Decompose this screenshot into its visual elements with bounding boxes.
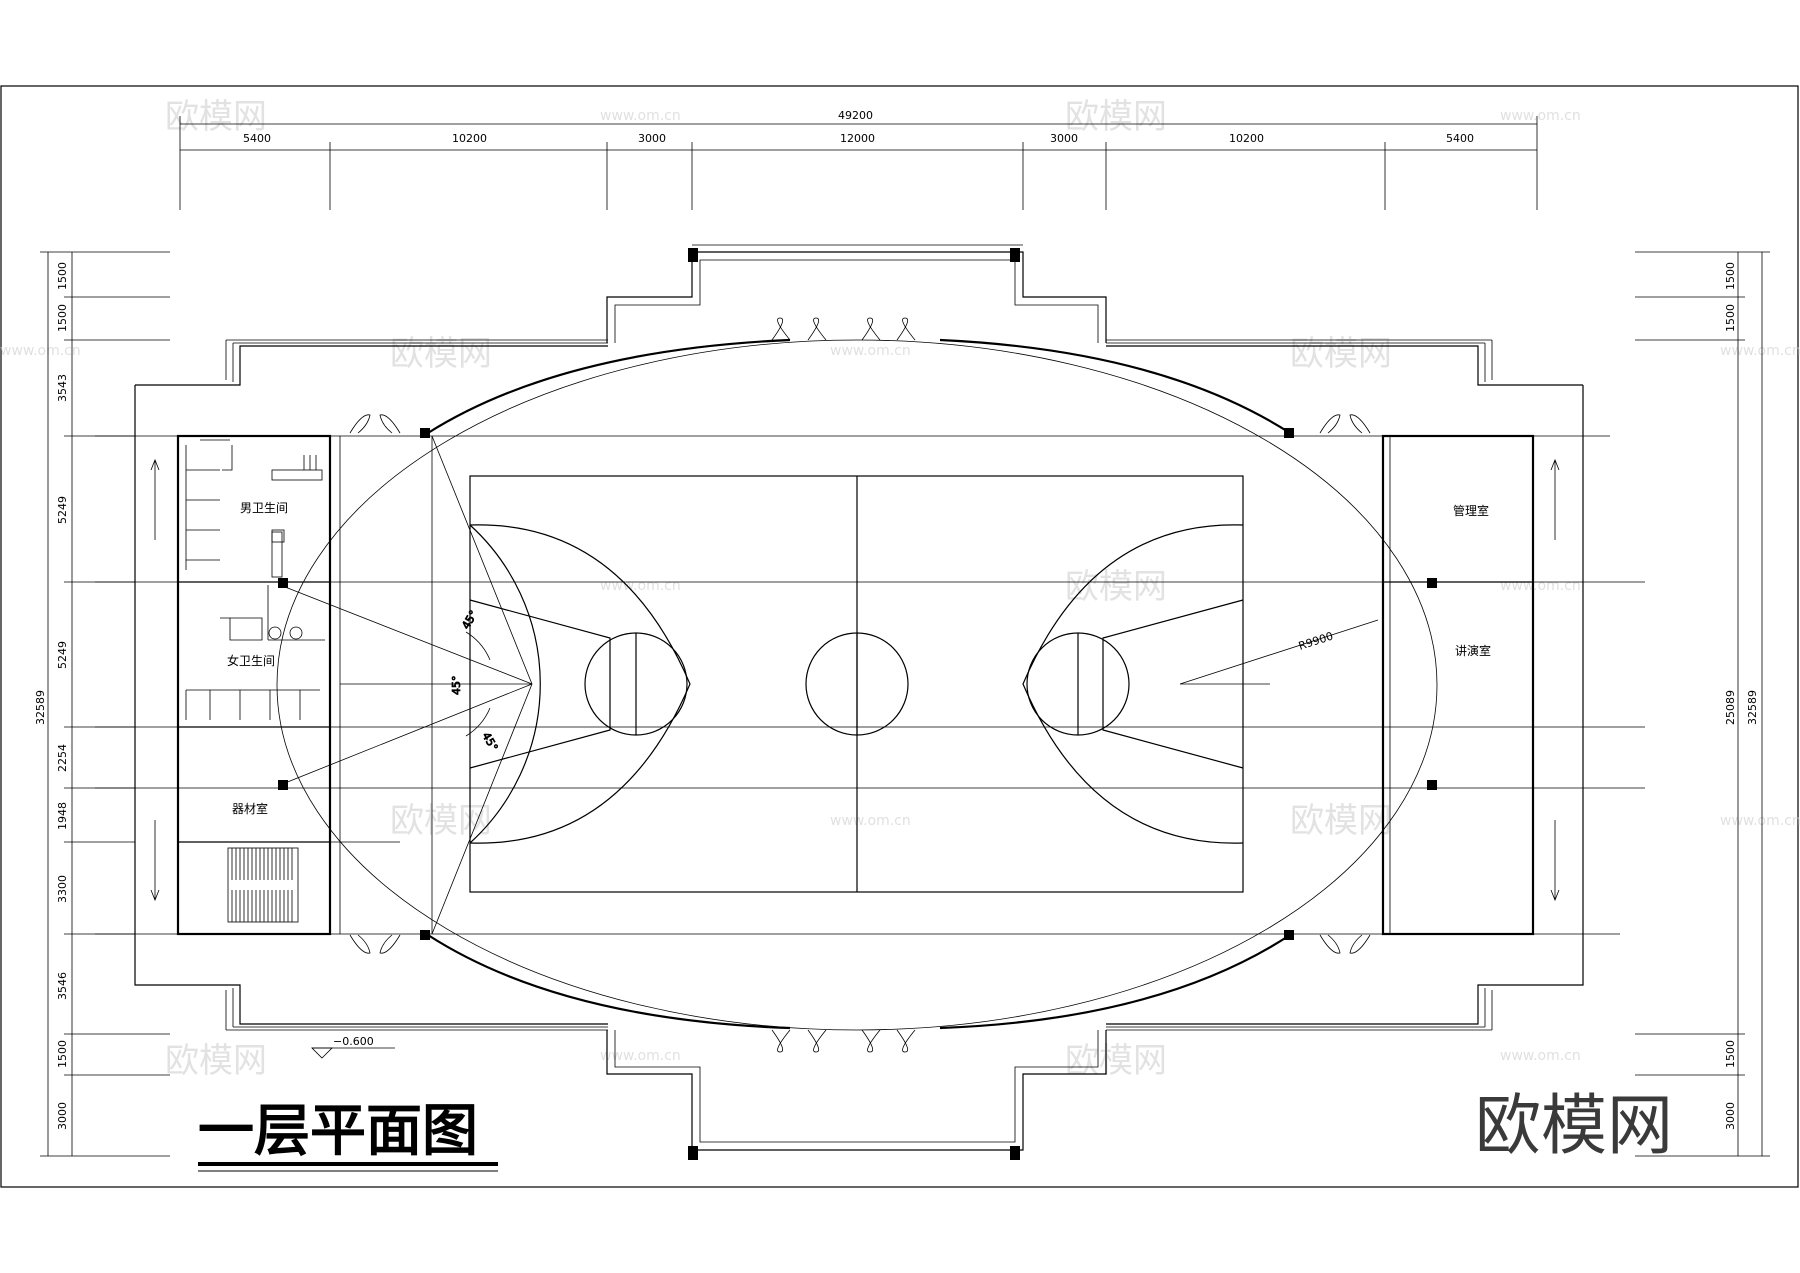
top-entrance — [606, 244, 1107, 343]
watermarks: 欧模网 欧模网 www.om.cn www.om.cn 欧模网 欧模网 www.… — [0, 97, 1800, 1081]
drawing-title: 一层平面图 — [198, 1099, 478, 1164]
watermark-url: www.om.cn — [0, 343, 81, 359]
dim-left-seg: 2254 — [56, 744, 69, 772]
watermark-logo: 欧模网 — [1290, 801, 1392, 841]
dim-top-seg: 10200 — [1229, 132, 1264, 145]
dim-top-seg: 5400 — [1446, 132, 1474, 145]
dim-left-seg: 5249 — [56, 641, 69, 669]
toilet-fixture — [268, 626, 282, 640]
watermark-logo: 欧模网 — [390, 801, 492, 841]
stair — [227, 847, 299, 923]
watermark-logo: 欧模网 — [1065, 97, 1167, 137]
left-service-block: 男卫生间 女卫生间 器材室 — [150, 434, 332, 936]
terrace-outlines — [134, 339, 1584, 1031]
dim-left-seg: 3000 — [56, 1102, 69, 1130]
dim-right-seg: 1500 — [1724, 304, 1737, 332]
toilet-fixture — [289, 626, 303, 640]
dim-right-seg: 1500 — [1724, 1040, 1737, 1068]
watermark-url: www.om.cn — [1500, 108, 1581, 124]
top-dimensions: 49200 5400 10200 3000 12000 3000 10200 5… — [179, 109, 1538, 210]
brand-watermark: 欧模网 — [1475, 1087, 1673, 1164]
angle-label: 45° — [479, 730, 500, 753]
grid-axis-lines — [95, 435, 1645, 935]
column-marker — [1010, 248, 1020, 262]
drawing-title-block: 一层平面图 — [198, 1099, 498, 1172]
dim-top-seg: 10200 — [452, 132, 487, 145]
column-marker — [420, 428, 430, 438]
dim-top-seg: 3000 — [638, 132, 666, 145]
dim-right-total-outer: 32589 — [1746, 690, 1759, 725]
dim-top-seg: 12000 — [840, 132, 875, 145]
elevation-marker: −0.600 — [311, 1035, 395, 1059]
column-marker — [278, 578, 288, 588]
angle-label: 45° — [450, 676, 463, 696]
right-service-block: 管理室 讲演室 — [1381, 434, 1560, 936]
watermark-url: www.om.cn — [1720, 343, 1800, 359]
watermark-url: www.om.cn — [830, 343, 911, 359]
left-dimension-labels: 32589 1500 1500 3543 5249 5249 2254 1948… — [34, 262, 69, 1130]
dim-left-seg: 1500 — [56, 1040, 69, 1068]
column-marker — [1427, 780, 1437, 790]
watermark-logo: 欧模网 — [165, 97, 267, 137]
dim-top-seg: 5400 — [243, 132, 271, 145]
watermark-url: www.om.cn — [1720, 813, 1800, 829]
entrance-doors — [349, 317, 1371, 1053]
column-marker — [1284, 930, 1294, 940]
column-marker — [278, 780, 288, 790]
sink-counter — [271, 531, 283, 578]
room-label-equipment: 器材室 — [232, 801, 268, 816]
left-corridor — [329, 436, 433, 934]
watermark-logo: 欧模网 — [1065, 1041, 1167, 1081]
dim-left-seg: 1500 — [56, 304, 69, 332]
bottom-entrance — [606, 1030, 1107, 1160]
column-marker — [688, 248, 698, 262]
watermark-url: www.om.cn — [830, 813, 911, 829]
watermark-url: www.om.cn — [600, 108, 681, 124]
column-marker — [1284, 428, 1294, 438]
dim-left-seg: 3546 — [56, 972, 69, 1000]
right-dimension-labels: 32589 25089 1500 1500 1500 3000 — [1724, 262, 1759, 1130]
dim-right-seg: 3000 — [1724, 1102, 1737, 1130]
dim-left-seg: 3300 — [56, 875, 69, 903]
left-dimensions — [40, 251, 170, 1157]
hall-ellipse — [276, 338, 1438, 1031]
watermark-logo: 欧模网 — [1290, 334, 1392, 374]
dim-left-seg: 5249 — [56, 496, 69, 524]
dim-left-total: 32589 — [34, 690, 47, 725]
column-marker — [688, 1146, 698, 1160]
watermark-url: www.om.cn — [1500, 578, 1581, 594]
radius-label: R9900 — [1297, 629, 1335, 652]
watermark-logo: 欧模网 — [1065, 567, 1167, 607]
watermark-logo: 欧模网 — [165, 1041, 267, 1081]
basketball-court: R9900 — [469, 475, 1379, 893]
watermark-logo: 欧模网 — [390, 334, 492, 374]
column-marker — [1010, 1146, 1020, 1160]
column-marker — [1427, 578, 1437, 588]
dim-left-seg: 1500 — [56, 262, 69, 290]
urinal-row — [271, 469, 323, 481]
watermark-url: www.om.cn — [600, 1048, 681, 1064]
watermark-url: www.om.cn — [1500, 1048, 1581, 1064]
watermark-url: www.om.cn — [600, 578, 681, 594]
drawing-frame — [0, 85, 1799, 1188]
angle-construction: 45° 45° 45° — [279, 435, 533, 935]
right-dimensions — [1635, 251, 1770, 1157]
elevation-label: −0.600 — [333, 1035, 374, 1048]
dim-right-total-inner: 25089 — [1724, 690, 1737, 725]
dim-right-seg: 1500 — [1724, 262, 1737, 290]
dim-top-seg: 3000 — [1050, 132, 1078, 145]
room-label-mens-toilet: 男卫生间 — [240, 501, 288, 515]
column-marker — [420, 930, 430, 940]
room-label-womens-toilet: 女卫生间 — [227, 653, 275, 668]
room-label-lecture: 讲演室 — [1455, 643, 1491, 658]
angle-label: 45° — [459, 608, 480, 631]
room-label-management: 管理室 — [1453, 503, 1489, 518]
dim-top-total: 49200 — [838, 109, 873, 122]
dim-left-seg: 1948 — [56, 802, 69, 830]
dim-left-seg: 3543 — [56, 374, 69, 402]
